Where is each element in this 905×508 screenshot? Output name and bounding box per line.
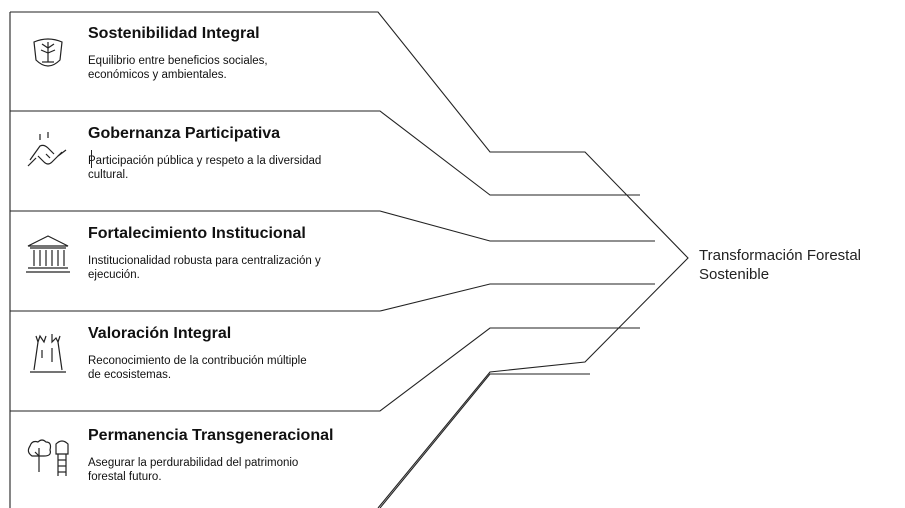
result-line: Sostenible <box>699 266 770 283</box>
item-title: Gobernanza Participativa <box>88 125 281 142</box>
desc-line: Asegurar la perdurabilidad del patrimoni… <box>88 457 299 469</box>
divider-4 <box>10 327 640 412</box>
tree-ladder-icon <box>27 439 69 476</box>
handshake-icon <box>27 132 67 167</box>
desc-line: Institucionalidad robusta para centraliz… <box>88 255 321 267</box>
desc-line: Reconocimiento de la contribución múltip… <box>88 355 307 367</box>
item-description: Participación pública y respeto a la div… <box>88 154 388 182</box>
item-description: Reconocimiento de la contribución múltip… <box>88 354 388 382</box>
item-title: Valoración Integral <box>88 325 232 342</box>
tree-stump-icon <box>30 334 66 373</box>
desc-line: Equilibrio entre beneficios sociales, <box>88 55 268 67</box>
item-title: Sostenibilidad Integral <box>88 25 260 42</box>
desc-line: forestal futuro. <box>88 471 162 483</box>
shield-tree-icon <box>33 38 63 67</box>
item-title: Permanencia Transgeneracional <box>88 427 334 444</box>
desc-line: económicos y ambientales. <box>88 69 227 81</box>
desc-line: cultural. <box>88 169 129 181</box>
arrow-top-outline <box>10 11 689 508</box>
item-description: Equilibrio entre beneficios sociales, ec… <box>88 54 388 82</box>
desc-line: Participación pública y respeto a la div… <box>88 155 322 167</box>
item-title: Fortalecimiento Institucional <box>88 225 306 242</box>
desc-line: de ecosistemas. <box>88 369 172 381</box>
arrow-bottom-outline <box>379 373 590 508</box>
result-label: Transformación Forestal Sostenible <box>699 246 905 284</box>
institution-building-icon <box>26 235 70 273</box>
item-description: Institucionalidad robusta para centraliz… <box>88 254 388 282</box>
desc-line: ejecución. <box>88 269 140 281</box>
item-description: Asegurar la perdurabilidad del patrimoni… <box>88 456 388 484</box>
divider-2 <box>10 210 655 242</box>
text-cursor <box>91 150 92 168</box>
divider-3 <box>10 283 655 312</box>
result-line: Transformación Forestal <box>699 247 861 264</box>
divider-1 <box>10 110 640 196</box>
